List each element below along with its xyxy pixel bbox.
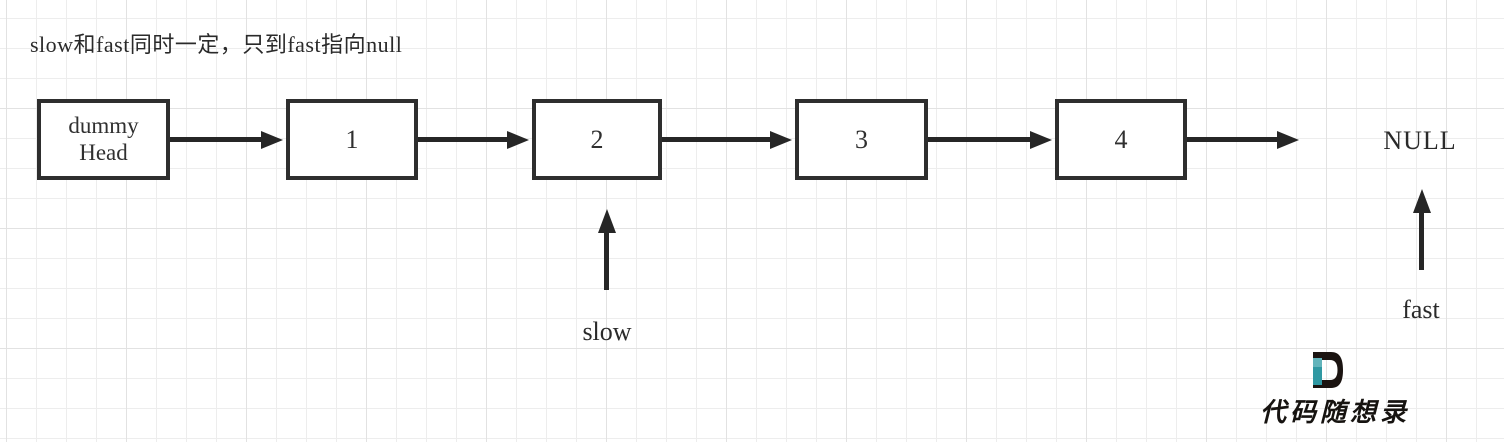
brand-d-logo-icon xyxy=(1313,352,1343,388)
list-node-4: 4 xyxy=(1055,99,1187,180)
next-arrow-2-to-3 xyxy=(662,137,771,142)
fast-pointer-arrow xyxy=(1419,212,1424,270)
fast-pointer-label: fast xyxy=(1402,295,1440,324)
list-node-dummy-head: dummy Head xyxy=(37,99,170,180)
node-label: 2 xyxy=(590,124,604,154)
null-terminator-label: NULL xyxy=(1383,126,1457,155)
slow-pointer-label: slow xyxy=(582,317,632,346)
list-node-2: 2 xyxy=(532,99,662,180)
node-label: 1 xyxy=(345,124,359,154)
next-arrow-3-to-4 xyxy=(928,137,1031,142)
list-node-3: 3 xyxy=(795,99,928,180)
list-node-1: 1 xyxy=(286,99,418,180)
node-label: 3 xyxy=(855,124,868,154)
node-label-line1: dummy xyxy=(68,113,139,139)
annotation-title: slow和fast同时一定，只到fast指向null xyxy=(30,32,403,57)
node-label: 4 xyxy=(1114,124,1128,154)
slow-pointer-arrow xyxy=(604,232,609,290)
node-label-line2: Head xyxy=(79,139,128,165)
next-arrow-1-to-2 xyxy=(418,137,508,142)
next-arrow-4-to-null xyxy=(1187,137,1278,142)
next-arrow-dummy-to-1 xyxy=(170,137,262,142)
watermark: 代码随想录 xyxy=(1260,350,1440,430)
brand-name: 代码随想录 xyxy=(1260,398,1411,428)
